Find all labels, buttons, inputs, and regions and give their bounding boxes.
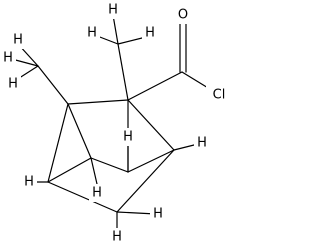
atom-background-h-right-mid xyxy=(5,75,21,93)
atom-label-h-left-upper: H xyxy=(13,33,23,48)
molecule-structure-diagram: H H H H H H H H H H H H O Cl xyxy=(0,1,232,246)
atom-label-h-bottom-mid: H xyxy=(112,230,122,245)
bond-cage-left-cage-center xyxy=(47,157,92,183)
atom-background-chlorine xyxy=(206,85,232,105)
bond-carbon-carbonyl xyxy=(127,71,183,101)
bond-quat-right-cage-right xyxy=(127,99,175,151)
atom-background-h-left-lower xyxy=(0,49,16,67)
atom-background-h-bottom-right xyxy=(150,205,166,223)
atom-background-h-bottom-left xyxy=(21,173,37,191)
atom-background-center-h xyxy=(120,128,136,146)
atom-background-h-top-left xyxy=(84,24,100,42)
atom-label-h-right-mid: H xyxy=(8,77,18,92)
bond-bottom-h-right xyxy=(116,211,157,215)
bond-cage-mid-cage-right xyxy=(127,149,175,173)
bond-cage-center-cage-mid xyxy=(90,157,129,173)
atom-label-h-bottom-right: H xyxy=(153,207,163,222)
atom-background-h-left-upper xyxy=(10,31,26,49)
atom-label-h-center: H xyxy=(92,186,102,201)
bond-methyl-right-h-top xyxy=(112,14,119,45)
bond-quat-left-cage-center xyxy=(67,103,92,159)
atom-label-h-top-right: H xyxy=(145,26,155,41)
atom-label-oxygen: O xyxy=(178,8,188,23)
bond-methyl-left xyxy=(37,65,69,105)
atom-background-h-top-mid xyxy=(105,1,121,19)
atom-label-h-top-mid: H xyxy=(108,3,118,18)
bond-methyl-right xyxy=(117,43,129,101)
bond-quat-left-cage-left xyxy=(47,103,69,183)
bond-cage-left-bottom xyxy=(47,181,118,213)
atom-label-chlorine: Cl xyxy=(213,88,226,103)
bond-quat-left-quat-right xyxy=(67,99,129,105)
atom-background-h-right-center xyxy=(194,134,210,152)
atom-label-center-h: H xyxy=(123,130,133,145)
bond-cage-center-h xyxy=(90,157,98,185)
atom-label-h-left-lower: H xyxy=(3,51,13,66)
atom-label-h-top-left: H xyxy=(87,26,97,41)
atom-label-h-right-center: H xyxy=(197,136,207,151)
atom-label-h-bottom-left: H xyxy=(24,175,34,190)
atom-background-h-top-right xyxy=(142,24,158,42)
atom-background-oxygen xyxy=(175,6,191,24)
atom-background-h-center xyxy=(89,184,105,202)
atom-background-h-bottom-mid xyxy=(109,228,125,246)
bond-bottom-cage-right xyxy=(116,149,175,213)
